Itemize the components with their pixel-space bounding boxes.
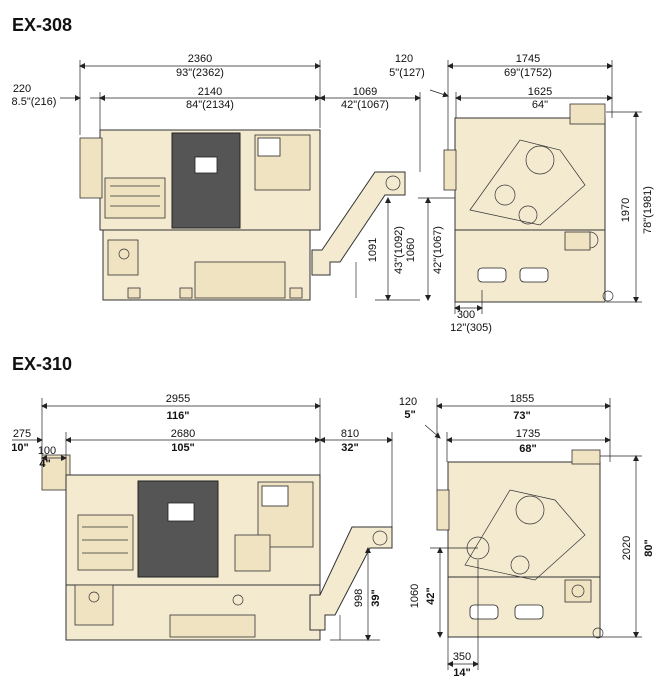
- ex310-bottom-mm: 350: [453, 651, 471, 663]
- ex308-body-depth-in: 64": [532, 99, 548, 111]
- ex308-overall-mm: 2360: [188, 53, 212, 65]
- ex310-spindle-height-in: 42": [425, 587, 437, 604]
- ex308-front-view: [79, 129, 406, 301]
- ex308-body-mm: 2140: [198, 86, 222, 98]
- ex308-conv-height-in: 43"(1092): [393, 226, 405, 274]
- ex310-body-depth-mm: 1735: [516, 428, 540, 440]
- ex310-body-mm: 2680: [171, 428, 195, 440]
- ex308-left-mm: 220: [13, 83, 31, 95]
- ex308-spindle-height-mm: 1060: [405, 238, 417, 262]
- ex310-offset-in: 5": [404, 409, 415, 421]
- ex310-conv-height-in: 39": [370, 589, 382, 606]
- ex310-depth-in: 73": [513, 410, 530, 422]
- ex310-body-depth-in: 68": [519, 443, 536, 455]
- ex310-left2-in: 4": [39, 458, 50, 470]
- ex310-conveyor-mm: 810: [341, 428, 359, 440]
- ex310-title: EX-310: [12, 354, 72, 374]
- ex310-bottom-in: 14": [453, 667, 470, 679]
- ex308-bottom-mm: 300: [457, 309, 475, 321]
- ex308-depth-mm: 1745: [516, 53, 540, 65]
- ex310-spindle-height-mm: 1060: [409, 584, 421, 608]
- ex308-conveyor-mm: 1069: [353, 86, 377, 98]
- ex308-conveyor-in: 42"(1067): [341, 99, 389, 111]
- ex308-offset-in: 5"(127): [389, 67, 425, 79]
- ex308-conv-height-mm: 1091: [367, 238, 379, 262]
- ex308-section: EX-308: [12, 15, 654, 334]
- ex308-height-in: 78"(1981): [642, 186, 654, 234]
- ex308-side-view: [443, 103, 614, 303]
- ex310-body-in: 105": [171, 442, 195, 454]
- ex308-offset-mm: 120: [395, 53, 413, 65]
- ex310-left-in: 10": [11, 442, 28, 454]
- ex310-depth-mm: 1855: [510, 393, 534, 405]
- ex310-overall-mm: 2955: [166, 393, 190, 405]
- ex308-body-in: 84"(2134): [186, 99, 234, 111]
- ex308-depth-in: 69"(1752): [504, 67, 552, 79]
- ex308-body-depth-mm: 1625: [528, 86, 552, 98]
- ex310-left2-mm: 100: [38, 445, 56, 457]
- ex308-left-in: 8.5"(216): [12, 96, 57, 108]
- ex308-bottom-in: 12"(305): [450, 322, 492, 334]
- ex310-height-in: 80": [643, 539, 655, 556]
- ex310-offset-mm: 120: [399, 396, 417, 408]
- ex310-height-mm: 2020: [621, 536, 633, 560]
- ex310-front-view: [41, 454, 393, 641]
- ex308-side-dimensions: 1745 69"(1752) 1625 64" 120 5"(127) 1970…: [389, 53, 654, 334]
- ex308-title: EX-308: [12, 15, 72, 35]
- ex310-left-mm: 275: [13, 428, 31, 440]
- ex310-conveyor-in: 32": [341, 442, 358, 454]
- ex308-front-dimensions: 2360 93"(2362) 2140 84"(2134) 220 8.5"(2…: [12, 53, 470, 301]
- ex310-front-dimensions: 2955 116" 2680 105" 275 10" 100 4" 810 3…: [11, 393, 393, 641]
- ex308-spindle-height-in: 42"(1067): [432, 226, 444, 274]
- ex310-overall-in: 116": [167, 410, 190, 422]
- ex310-section: EX-310: [11, 354, 655, 679]
- ex310-conv-height-mm: 998: [353, 589, 365, 607]
- ex310-side-view: [436, 449, 604, 639]
- ex308-overall-in: 93"(2362): [176, 67, 224, 79]
- ex308-height-mm: 1970: [620, 198, 632, 222]
- ex310-side-dimensions: 1855 73" 1735 68" 120 5" 2020 80" 1060 4…: [399, 393, 655, 679]
